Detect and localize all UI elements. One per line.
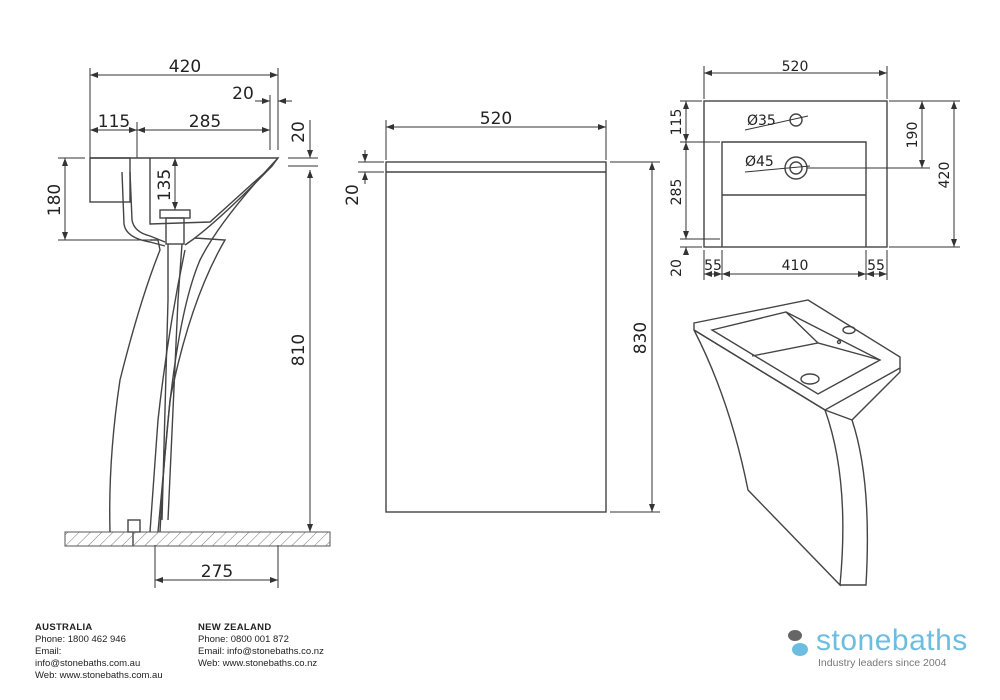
dim-55-left: 55 [704, 258, 722, 274]
logo-tagline: Industry leaders since 2004 [818, 657, 947, 669]
dim-810: 810 [289, 334, 309, 366]
australia-web-link[interactable]: Web: www.stonebaths.com.au [35, 670, 163, 681]
isometric-view [693, 299, 901, 587]
footer-new-zealand: NEW ZEALAND Phone: 0800 001 872 Email: i… [198, 622, 324, 670]
dim-20: 20 [232, 84, 254, 104]
waste-hole-label: Ø45 [745, 154, 774, 170]
tap-hole-label: Ø35 [747, 113, 776, 129]
footer-australia: AUSTRALIA Phone: 1800 462 946 Email: inf… [35, 622, 163, 682]
dim-420: 420 [169, 57, 201, 77]
logo-dot-grey [788, 630, 802, 641]
nz-email-link[interactable]: Email: info@stonebaths.co.nz [198, 646, 324, 657]
dim-190: 190 [905, 122, 921, 149]
logo-dot-blue [792, 643, 808, 656]
dim-520: 520 [782, 59, 809, 75]
front-view: 520 20 830 [343, 109, 660, 513]
dim-420: 420 [937, 162, 953, 189]
nz-heading: NEW ZEALAND [198, 622, 272, 633]
dim-135: 135 [155, 169, 175, 201]
side-profile-outline [89, 157, 280, 546]
dim-830: 830 [631, 322, 651, 354]
dim-275: 275 [201, 562, 233, 582]
dim-55-right: 55 [867, 258, 885, 274]
dim-20: 20 [669, 259, 685, 277]
logo-wordmark: stonebaths [816, 624, 968, 657]
top-view: 520 115 285 20 55 410 55 190 420 Ø35 Ø45 [669, 59, 960, 280]
australia-email-link[interactable]: info@stonebaths.com.au [35, 658, 141, 669]
australia-email-label: Email: [35, 646, 62, 657]
dim-20: 20 [343, 184, 363, 206]
dim-410: 410 [782, 258, 809, 274]
dim-180: 180 [45, 184, 65, 216]
nz-web-link[interactable]: Web: www.stonebaths.co.nz [198, 658, 318, 669]
dim-20-rim: 20 [289, 121, 309, 143]
side-view: 420 20 115 285 20 180 135 810 275 [45, 57, 331, 588]
australia-phone: Phone: 1800 462 946 [35, 634, 126, 645]
dim-520: 520 [480, 109, 512, 129]
floor-hatch [64, 531, 331, 547]
dim-115: 115 [98, 112, 130, 132]
dim-285: 285 [189, 112, 221, 132]
australia-heading: AUSTRALIA [35, 622, 93, 633]
nz-phone: Phone: 0800 001 872 [198, 634, 289, 645]
dim-285: 285 [669, 179, 685, 206]
dim-115: 115 [669, 109, 685, 136]
